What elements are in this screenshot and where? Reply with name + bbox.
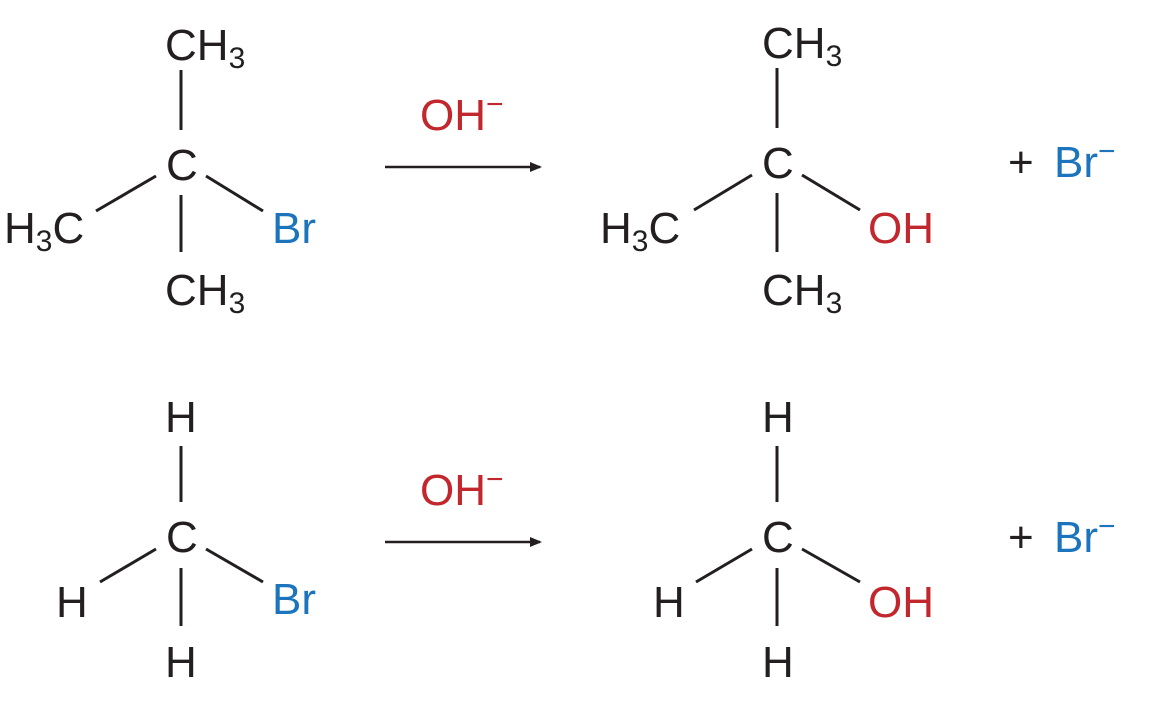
bromine-atom: Br	[272, 575, 316, 624]
hydrogen-top: H	[762, 393, 794, 442]
methyl-left: H3C	[600, 204, 680, 258]
plus-sign: +	[1008, 513, 1034, 562]
reaction-2: H C H H Br OH− H C H H OH + Br−	[56, 393, 1116, 687]
bond-c-oh	[801, 173, 861, 212]
hydrogen-bottom: H	[762, 638, 794, 687]
hydrogen-left: H	[653, 578, 685, 627]
byproduct-bromide-2: + Br−	[1008, 510, 1116, 562]
bromide-ion: Br−	[1054, 135, 1116, 187]
product-tert-butanol: CH3 C H3C CH3 OH	[600, 19, 934, 320]
byproduct-bromide-1: + Br−	[1008, 135, 1116, 187]
methyl-top: CH3	[762, 19, 842, 73]
methyl-top: CH3	[165, 21, 245, 75]
reaction-arrow-2: OH−	[385, 463, 542, 547]
bond-c-left	[95, 174, 157, 213]
reaction-1: CH3 C H3C CH3 Br OH− CH3 C H3C CH3 OH + …	[4, 19, 1116, 320]
reaction-arrow-1: OH−	[385, 88, 542, 172]
bromide-ion: Br−	[1054, 510, 1116, 562]
bond-c-br	[205, 547, 264, 584]
hydroxyl-group: OH	[868, 204, 934, 253]
plus-sign: +	[1008, 138, 1034, 187]
reactant-tert-butyl-bromide: CH3 C H3C CH3 Br	[4, 21, 316, 320]
hydrogen-bottom: H	[165, 638, 197, 687]
methyl-bottom: CH3	[165, 266, 245, 320]
product-methanol: H C H H OH	[653, 393, 934, 687]
methyl-bottom: CH3	[762, 266, 842, 320]
bond-c-left	[693, 173, 753, 212]
central-carbon: C	[762, 513, 794, 562]
central-carbon: C	[166, 513, 198, 562]
central-carbon: C	[166, 141, 198, 190]
bond-c-oh	[801, 547, 861, 584]
central-carbon: C	[762, 139, 794, 188]
bond-c-left	[99, 547, 157, 584]
hydroxide-reagent: OH−	[420, 463, 504, 515]
methyl-left: H3C	[4, 204, 84, 258]
hydroxyl-group: OH	[868, 578, 934, 627]
bond-c-left	[695, 547, 753, 584]
bromine-atom: Br	[272, 204, 316, 253]
hydroxide-reagent: OH−	[420, 88, 504, 140]
hydrogen-top: H	[165, 393, 197, 442]
hydrogen-left: H	[56, 578, 88, 627]
bond-c-br	[205, 174, 264, 213]
reactant-methyl-bromide: H C H H Br	[56, 393, 316, 687]
